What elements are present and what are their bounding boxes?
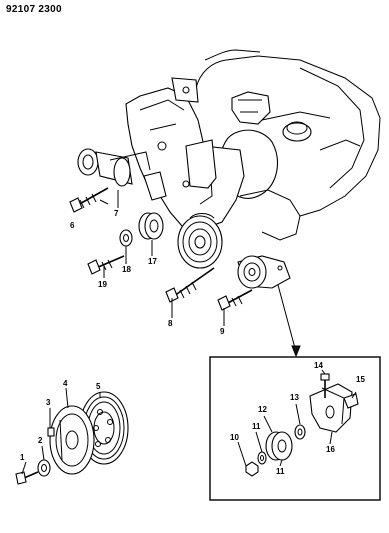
diagram-code: 92107 2300 — [6, 4, 62, 15]
callout-4: 4 — [63, 379, 68, 388]
callout-16: 16 — [326, 445, 335, 454]
inset-detail-parts — [245, 373, 359, 477]
callout-1: 1 — [20, 453, 25, 462]
callout-3: 3 — [46, 398, 51, 407]
callout-leaders — [21, 190, 357, 475]
callout-15: 15 — [356, 375, 365, 384]
callout-6: 6 — [70, 221, 75, 230]
callout-12: 12 — [258, 405, 267, 414]
callout-8: 8 — [168, 319, 173, 328]
callout-labels: 1 2 3 4 5 6 7 8 9 10 11 11 12 13 14 15 1… — [20, 209, 365, 476]
bolt-9 — [217, 289, 253, 311]
bolt-6 — [69, 187, 109, 213]
mounting-bracket — [125, 77, 301, 241]
callout-11b: 11 — [276, 467, 285, 476]
lower-idler-assembly — [237, 255, 291, 289]
callout-13: 13 — [290, 393, 299, 402]
inset-leader-arrow — [291, 345, 301, 358]
bolt-19 — [87, 255, 125, 275]
callout-14: 14 — [314, 361, 323, 370]
callout-11a: 11 — [252, 422, 261, 431]
detail-inset-box — [209, 356, 381, 501]
idler-pulley — [138, 212, 164, 240]
inset-leader-line — [277, 284, 297, 353]
callout-17: 17 — [148, 257, 157, 266]
crank-pulley — [177, 213, 223, 269]
callout-19: 19 — [98, 280, 107, 289]
callout-5: 5 — [96, 382, 101, 391]
pulley-assembly-lower-left — [15, 391, 129, 485]
callout-10: 10 — [230, 433, 239, 442]
callout-7: 7 — [114, 209, 119, 218]
callout-9: 9 — [220, 327, 225, 336]
belt-tensioner — [77, 148, 151, 187]
callout-2: 2 — [38, 436, 43, 445]
bolt-8 — [165, 267, 215, 303]
callout-18: 18 — [122, 265, 131, 274]
spacer-washer — [119, 229, 133, 247]
